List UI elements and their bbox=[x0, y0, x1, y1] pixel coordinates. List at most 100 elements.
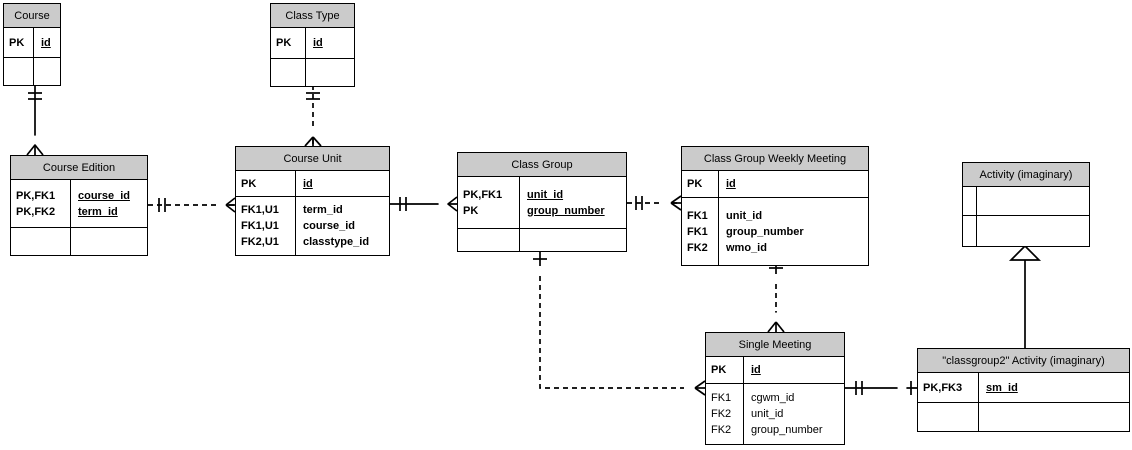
attribute-column: cgwm_id unit_id group_number bbox=[744, 384, 844, 444]
entity-section bbox=[271, 59, 354, 86]
zero-circle-icon bbox=[535, 266, 545, 276]
attribute-name-label: wmo_id bbox=[726, 241, 767, 254]
attribute-name-label: id bbox=[726, 178, 736, 190]
attribute-key-label: FK2,U1 bbox=[241, 236, 279, 248]
relationship-class-group-single-meeting bbox=[533, 252, 706, 396]
attribute-key-label: FK2 bbox=[711, 424, 732, 436]
attribute-key-label: FK2 bbox=[711, 408, 732, 420]
relationship-classgroup2-activity-generalization bbox=[1008, 244, 1042, 348]
generalization-triangle-icon bbox=[1008, 244, 1042, 261]
key-column bbox=[963, 216, 977, 246]
attribute-key-label: PK bbox=[276, 37, 292, 49]
entity-header: Class Group bbox=[458, 153, 626, 177]
attribute-column: id bbox=[34, 28, 60, 57]
entity-header: Course Unit bbox=[236, 147, 389, 171]
key-column: PK bbox=[4, 28, 34, 57]
entity-title: Single Meeting bbox=[738, 338, 812, 351]
attribute-name-label: term_id bbox=[303, 204, 343, 216]
attribute-name-label: course_id bbox=[78, 189, 130, 202]
entity-title: Course bbox=[14, 9, 50, 22]
zero-circle-icon bbox=[685, 383, 695, 393]
attribute-key-label: FK2 bbox=[687, 241, 708, 254]
key-column: PK,FK3 bbox=[918, 373, 979, 402]
relationship-class-type-course-unit bbox=[304, 85, 322, 147]
entity-section: PK id bbox=[682, 171, 868, 198]
entity-title: Course Unit bbox=[283, 152, 342, 165]
key-column: PK bbox=[236, 171, 296, 196]
entity-section bbox=[458, 229, 626, 251]
zero-circle-icon bbox=[661, 198, 671, 208]
zero-circle-icon bbox=[216, 200, 226, 210]
attribute-key-label: PK bbox=[241, 177, 257, 190]
attribute-key-label: FK1 bbox=[687, 209, 708, 222]
attribute-name-label: id bbox=[303, 177, 313, 190]
key-column bbox=[458, 229, 520, 251]
attribute-key-label: PK bbox=[463, 204, 479, 217]
entity-header: Course bbox=[4, 4, 60, 28]
entity-title: Class Group Weekly Meeting bbox=[703, 152, 847, 165]
relationship-weekly-meeting-single-meeting bbox=[767, 265, 785, 333]
zero-circle-icon bbox=[438, 199, 448, 209]
relationship-course-course-edition bbox=[26, 85, 44, 156]
entity-section: PK id bbox=[706, 357, 844, 384]
attribute-key-label: FK1,U1 bbox=[241, 204, 279, 216]
key-column: PK bbox=[682, 171, 719, 197]
entity-section bbox=[11, 228, 147, 255]
entity-title: "classgroup2" Activity (imaginary) bbox=[942, 354, 1105, 367]
attribute-name-label: cgwm_id bbox=[751, 392, 795, 404]
attribute-name-label: id bbox=[751, 364, 761, 376]
attribute-column: unit_id group_number wmo_id bbox=[719, 198, 868, 265]
attribute-key-label: FK1,U1 bbox=[241, 220, 279, 232]
attribute-name-label: group_number bbox=[726, 225, 804, 238]
entity-section: PK id bbox=[271, 28, 354, 59]
entity-section: PK,FK3 sm_id bbox=[918, 373, 1129, 403]
entity-header: Activity (imaginary) bbox=[963, 163, 1089, 187]
crow-foot-icon bbox=[26, 144, 36, 156]
crow-foot-icon bbox=[767, 321, 777, 333]
attribute-column: id bbox=[306, 28, 354, 58]
relationship-class-group-weekly-meeting bbox=[627, 195, 682, 211]
attribute-name-label: classtype_id bbox=[303, 236, 370, 248]
entity-classgroup2-activity-imaginary: "classgroup2" Activity (imaginary) PK,FK… bbox=[917, 348, 1130, 432]
attribute-name-label: group_number bbox=[751, 424, 823, 436]
entity-header: Single Meeting bbox=[706, 333, 844, 357]
zero-circle-icon bbox=[897, 383, 907, 393]
entity-section: PK id bbox=[236, 171, 389, 197]
attribute-name-label: sm_id bbox=[986, 381, 1018, 394]
attribute-name-label: id bbox=[41, 36, 51, 49]
attribute-name-label: unit_id bbox=[726, 209, 763, 222]
attribute-column bbox=[979, 403, 1129, 431]
key-column: PK bbox=[271, 28, 306, 58]
attribute-name-label: unit_id bbox=[751, 408, 784, 420]
entity-title: Class Type bbox=[285, 9, 340, 22]
entity-title: Class Group bbox=[511, 158, 573, 171]
entity-section bbox=[963, 216, 1089, 246]
key-column: PK bbox=[706, 357, 744, 383]
key-column bbox=[918, 403, 979, 431]
attribute-key-label: PK,FK2 bbox=[16, 205, 56, 218]
attribute-key-label: FK1 bbox=[687, 225, 708, 238]
crow-foot-icon bbox=[670, 195, 682, 204]
attribute-column: course_id term_id bbox=[71, 180, 147, 227]
crow-foot-icon bbox=[304, 136, 314, 147]
attribute-column bbox=[71, 228, 147, 255]
zero-circle-icon bbox=[771, 274, 781, 284]
attribute-name-label: term_id bbox=[78, 205, 118, 218]
zero-circle-icon bbox=[771, 312, 781, 322]
attribute-column bbox=[520, 229, 626, 251]
attribute-column: id bbox=[296, 171, 389, 196]
entity-title: Course Edition bbox=[42, 161, 116, 174]
attribute-column: id bbox=[719, 171, 868, 197]
entity-course: Course PK id bbox=[3, 3, 61, 86]
attribute-key-label: PK bbox=[711, 364, 727, 376]
